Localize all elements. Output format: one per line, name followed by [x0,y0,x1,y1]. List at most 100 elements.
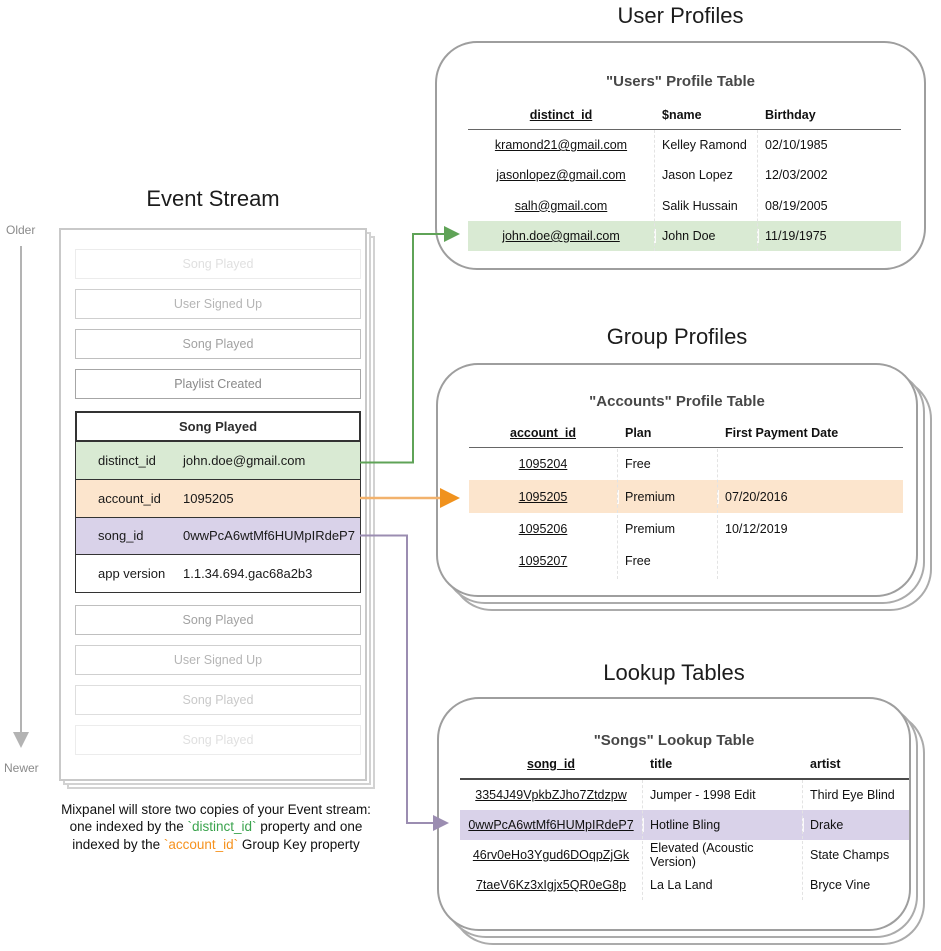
cell-plan: Free [625,457,651,472]
column-separator [717,449,718,579]
event-box: Playlist Created [75,369,361,399]
users-profile-panel: "Users" Profile Table distinct_id $name … [435,41,926,270]
property-key: app version [98,565,166,581]
events-before-list: Song Played User Signed Up Song Played P… [75,249,361,399]
users-table-title: "Users" Profile Table [606,73,755,90]
cell-first-payment: 10/12/2019 [725,521,788,536]
event-box-label: Song Played [182,613,254,627]
cell-account-id: 1095205 [518,489,568,504]
accounts-table-title: "Accounts" Profile Table [589,393,765,410]
cell-birthday: 08/19/2005 [765,198,828,213]
table-row: 7taeV6Kz3xIgjx5QR0eG8p La La Land Bryce … [460,870,909,900]
property-value: john.doe@gmail.com [183,453,306,469]
cell-name: Jason Lopez [662,168,733,183]
songs-table-body: 3354J49VpkbZJho7Ztdzpw Jumper - 1998 Edi… [460,780,909,900]
table-row: kramond21@gmail.com Kelley Ramond 02/10/… [468,130,901,160]
cell-birthday: 11/19/1975 [757,229,901,243]
cell-title: La La Land [650,878,713,892]
cell-account-id: 1095207 [518,554,568,569]
table-row: 3354J49VpkbZJho7Ztdzpw Jumper - 1998 Edi… [460,780,909,810]
property-value: 1.1.34.694.gac68a2b3 [183,565,313,581]
column-separator [617,449,618,579]
selected-event-name: Song Played [178,419,258,434]
cell-song-id: 7taeV6Kz3xIgjx5QR0eG8p [475,878,627,892]
column-separator [757,130,758,251]
user-profiles-title: User Profiles [617,3,744,28]
cell-title: Elevated (Acoustic Version) [650,841,754,869]
cell-distinct-id: salh@gmail.com [514,198,608,213]
property-value: 1095205 [183,491,234,507]
event-box-label: Playlist Created [174,377,262,391]
group-profiles-title: Group Profiles [606,324,748,349]
table-row: 1095207 Free [469,545,903,577]
accounts-table-header: account_id Plan First Payment Date [469,418,903,448]
table-row: john.doe@gmail.com John Doe 11/19/1975 [468,220,901,251]
songs-table-title: "Songs" Lookup Table [593,732,755,749]
cell-name: John Doe [654,229,757,243]
songs-table: song_id title artist 3354J49VpkbZJho7Ztd… [460,750,909,900]
event-box: Song Played [75,605,361,635]
cell-name: Salik Hussain [662,198,738,213]
table-row: 1095205 Premium 07/20/2016 [469,480,903,513]
cell-song-id: 3354J49VpkbZJho7Ztdzpw [475,788,627,802]
column-separator [802,780,803,900]
event-box-label: Song Played [182,337,254,351]
cell-account-id: 1095204 [518,457,568,472]
selected-event-header: Song Played [75,411,361,442]
table-row: 1095204 Free [469,448,903,480]
cell-artist: State Champs [810,848,890,862]
table-row: 0wwPcA6wtMf6HUMpIRdeP7 Hotline Bling Dra… [460,810,909,840]
event-box-label: User Signed Up [173,653,263,667]
event-stream-title: Event Stream [146,186,280,211]
cell-distinct-id: kramond21@gmail.com [494,138,628,153]
songs-lookup-panel: "Songs" Lookup Table song_id title artis… [437,697,911,931]
users-table-header: distinct_id $name Birthday [468,100,901,130]
cell-birthday: 12/03/2002 [765,168,828,183]
lookup-tables-title: Lookup Tables [603,660,745,685]
table-row: jasonlopez@gmail.com Jason Lopez 12/03/2… [468,160,901,190]
event-box: Song Played [75,329,361,359]
table-row: 1095206 Premium 10/12/2019 [469,513,903,545]
cell-title: Jumper - 1998 Edit [650,788,756,802]
newer-label: Newer [4,761,39,775]
property-key: distinct_id [98,453,156,469]
event-box-label: Song Played [182,693,254,707]
event-property-row: account_id 1095205 [76,479,360,517]
table-row: 46rv0eHo3Ygud6DOqpZjGk Elevated (Acousti… [460,840,909,870]
column-separator [654,130,655,251]
cell-first-payment: 07/20/2016 [717,490,903,504]
caption: Mixpanel will store two copies of your E… [6,801,426,853]
cell-artist: Drake [802,818,909,832]
accounts-table-body: 1095204 Free 1095205 Premium 07/20/2016 … [469,448,903,578]
cell-title: Hotline Bling [642,818,802,832]
caption-line-1: Mixpanel will store two copies of your E… [61,802,371,817]
cell-account-id: 1095206 [518,521,568,536]
accounts-profile-panel: "Accounts" Profile Table account_id Plan… [436,363,918,597]
older-label: Older [6,223,36,237]
property-key: song_id [98,528,144,544]
column-separator [642,780,643,900]
cell-plan: Free [625,554,651,569]
songs-table-header: song_id title artist [460,750,909,780]
accounts-table: account_id Plan First Payment Date 10952… [469,418,903,578]
events-after-list: Song Played User Signed Up Song Played S… [75,605,361,755]
cell-name: Kelley Ramond [662,138,747,153]
event-box: Song Played [75,249,361,279]
cell-song-id: 46rv0eHo3Ygud6DOqpZjGk [472,848,630,862]
event-properties-table: distinct_id john.doe@gmail.com account_i… [75,442,361,593]
event-property-row: song_id 0wwPcA6wtMf6HUMpIRdeP7 [76,516,360,555]
cell-birthday: 02/10/1985 [765,138,828,153]
property-value: 0wwPcA6wtMf6HUMpIRdeP7 [183,528,355,544]
event-property-row: app version 1.1.34.694.gac68a2b3 [76,554,360,591]
distinct-id-code: `distinct_id` [187,819,257,835]
event-box-label: Song Played [182,257,254,271]
property-key: account_id [98,491,161,507]
event-box: User Signed Up [75,289,361,319]
event-box-label: Song Played [182,733,254,747]
cell-artist: Third Eye Blind [810,788,895,802]
cell-distinct-id: john.doe@gmail.com [502,228,620,243]
cell-distinct-id: jasonlopez@gmail.com [496,168,626,183]
event-property-row: distinct_id john.doe@gmail.com [76,442,360,480]
caption-line-2: one indexed by the `distinct_id` propert… [69,819,363,835]
